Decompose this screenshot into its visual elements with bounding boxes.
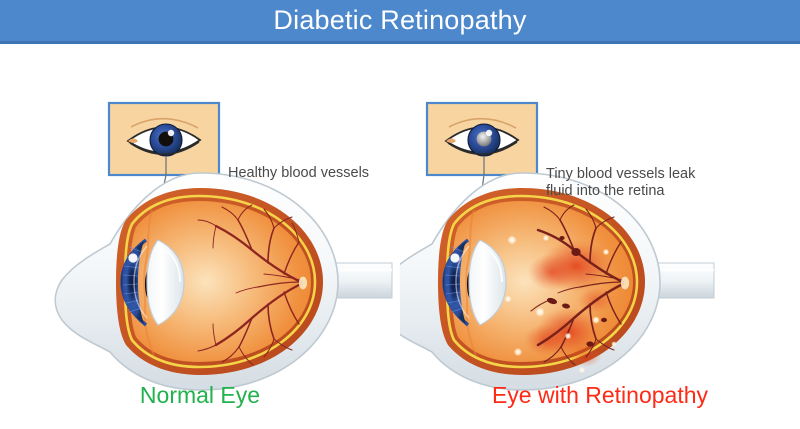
- annotation-healthy-blood-vessels: Healthy blood vessels: [228, 165, 370, 181]
- eyeball-cross-section-normal: [54, 172, 393, 391]
- panel-retinopathy-eye: Tiny blood vessels leak fluid into the r…: [400, 44, 800, 429]
- optic-nerve: [651, 262, 715, 299]
- inset-front-eye-retinopathy: [425, 101, 539, 177]
- inset-tear-duct: [128, 138, 138, 143]
- caption-eye-with-retinopathy: Eye with Retinopathy: [491, 382, 709, 408]
- retina-line: [123, 194, 317, 369]
- lens-highlight: [487, 249, 503, 283]
- optic-disc: [620, 276, 630, 290]
- header-banner: Diabetic Retinopathy: [0, 0, 800, 44]
- page-title: Diabetic Retinopathy: [273, 5, 527, 35]
- vitreous-anterior-edge: [465, 209, 477, 357]
- iris-highlight: [450, 253, 460, 263]
- retinal-blood-vessels: [197, 204, 303, 366]
- annotation-leaking-blood-vessels: Tiny blood vessels leak fluid into the r…: [546, 166, 696, 199]
- inset-eye-highlight: [485, 129, 493, 137]
- eyelid-crease: [130, 118, 199, 129]
- retinopathy-eye-illustration: [400, 101, 715, 391]
- iris-highlight: [128, 253, 138, 263]
- inset-lower-lid: [447, 141, 518, 155]
- caption-normal-eye: Normal Eye: [139, 382, 261, 408]
- eyeball-cross-section-retinopathy: [400, 172, 715, 391]
- retinal-hemorrhages: [524, 240, 614, 367]
- diagram-stage: Healthy blood vessels Normal Eye: [0, 44, 800, 429]
- anterior-chamber: [133, 245, 148, 319]
- vitreous-body: [130, 201, 311, 362]
- inset-lower-lid: [129, 141, 200, 155]
- lens-highlight: [165, 249, 181, 283]
- hard-exudates: [504, 234, 617, 374]
- optic-disc: [298, 276, 308, 290]
- retina-line: [445, 194, 639, 369]
- normal-eye-illustration: [54, 101, 393, 391]
- anterior-chamber: [455, 245, 470, 319]
- inset-tear-duct: [446, 138, 456, 143]
- panel-normal-eye: Healthy blood vessels Normal Eye: [0, 44, 400, 429]
- inset-front-eye-normal: [107, 101, 221, 177]
- microaneurysms: [546, 236, 607, 347]
- inset-eye-highlight: [167, 129, 175, 137]
- eyelid-crease: [448, 118, 517, 129]
- vitreous-anterior-edge: [143, 209, 155, 357]
- optic-nerve: [329, 262, 393, 299]
